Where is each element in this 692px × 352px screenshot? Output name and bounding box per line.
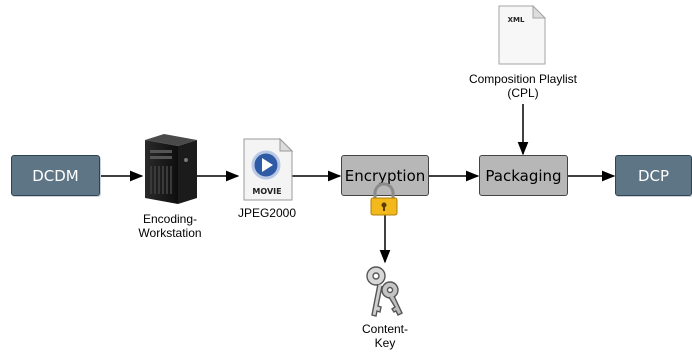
xml-file-text: XML (508, 16, 525, 24)
label-encoding-workstation: Encoding- Workstation (130, 212, 210, 240)
label-composition-playlist: Composition Playlist (CPL) (453, 72, 593, 100)
movie-file-text: MOVIE (252, 187, 281, 196)
label-cpl-line1: Composition Playlist (468, 72, 578, 86)
node-dcp: DCP (615, 155, 692, 196)
label-cpl-line2: (CPL) (507, 86, 539, 100)
node-dcdm: DCDM (11, 155, 100, 196)
label-encoding-workstation-line2: Workstation (138, 226, 202, 240)
label-content-key-line1: Content- (361, 322, 409, 336)
label-content-key-line2: Key (374, 336, 396, 350)
label-jpeg2000: JPEG2000 (237, 206, 297, 220)
node-encryption: Encryption (341, 155, 429, 196)
node-packaging: Packaging (479, 155, 568, 196)
label-encoding-workstation-line1: Encoding- (142, 212, 198, 226)
label-content-key: Content- Key (345, 322, 425, 350)
